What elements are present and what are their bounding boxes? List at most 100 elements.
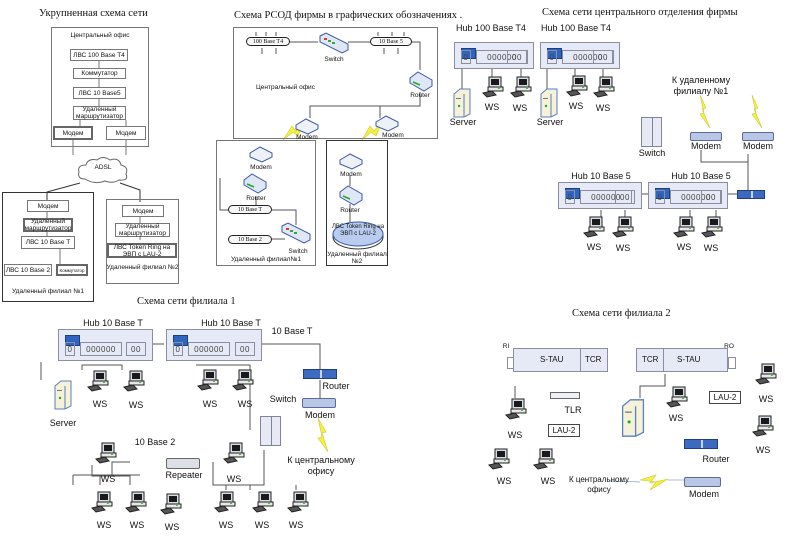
branch1-ws <box>95 442 117 464</box>
rsod-b1-label: Удаленный филиал№1 <box>230 256 302 263</box>
overview-b2-router: Удаленный маршрутизатор <box>115 223 170 237</box>
branch2-ws <box>755 363 777 385</box>
central-ws-label: WS <box>512 103 528 113</box>
adsl-cloud-icon <box>78 157 128 184</box>
overview-b2-label: Удаленный филиал №2 <box>106 264 179 271</box>
branch2-lau-box: LAU-2 <box>709 391 741 404</box>
branch1-router-icon <box>303 369 337 379</box>
branch2-ws-label: WS <box>755 445 771 455</box>
rsod-router-label: Router <box>410 92 430 99</box>
central-ws-label: WS <box>703 243 719 253</box>
branch2-server <box>620 398 646 438</box>
branch2-stau-label: S-TAU <box>677 355 701 364</box>
branch2-router-label: Router <box>702 454 730 464</box>
central-switch-label: Switch <box>638 148 666 158</box>
central-ws-label: WS <box>595 103 611 113</box>
hub-port-group: 0 <box>655 190 665 204</box>
central-modem-icon-1 <box>690 132 722 141</box>
central-server-1-label: Server <box>449 117 477 127</box>
overview-b1-lan-10baset: ЛВС 10 Base T <box>21 236 75 249</box>
central-modem-label-1: Modem <box>690 141 721 151</box>
central-remote-label: К удаленному филиалу №1 <box>671 75 731 96</box>
overview-title: Укрупненная схема сети <box>39 8 148 19</box>
central-title: Схема сети центрального отделения фирмы <box>542 7 738 18</box>
branch1-ws-label: WS <box>218 520 234 530</box>
branch1-repeater-label: Repeater <box>165 470 203 480</box>
hub-port-group: 000000 <box>580 190 632 204</box>
branch1-hub1-name: Hub 10 Base T <box>83 318 143 328</box>
tau-divider <box>580 349 581 371</box>
branch2-tlr-label: TLR <box>564 405 582 415</box>
rsod-branch2 <box>326 140 388 266</box>
branch1-ws <box>160 493 182 515</box>
branch1-ws-label: WS <box>100 474 116 484</box>
tau-divider <box>663 349 664 371</box>
central-ws <box>510 76 532 98</box>
branch2-tcr-label: TCR <box>642 355 659 364</box>
adsl-label: ADSL <box>94 164 112 171</box>
overview-b1-label: Удаленный филиал №1 <box>12 288 84 295</box>
branch2-ws <box>666 386 688 408</box>
rsod-b1-segment-10base2: 10 Base 2 <box>228 235 272 244</box>
branch1-segment-10base2: 10 Base 2 <box>134 437 176 447</box>
branch1-ws-label: WS <box>96 520 112 530</box>
hub-port-group: 0 <box>461 50 471 64</box>
branch1-hub-2: 0 000000 00 <box>166 329 262 361</box>
central-ws <box>566 75 588 97</box>
central-server-2-label: Server <box>536 117 564 127</box>
branch1-repeater-icon <box>166 458 200 469</box>
central-hub-3: 0 000000 00 <box>558 182 642 209</box>
hub-port-group: 00 <box>235 342 255 356</box>
rsod-switch-icon <box>319 32 349 54</box>
overview-modem-2: Модем <box>106 126 146 140</box>
branch2-ws <box>488 448 510 470</box>
overview-switch: Коммутатор <box>73 68 126 79</box>
hub-port-group: 00 <box>615 190 635 204</box>
rsod-b1-router-label: Router <box>246 195 266 202</box>
central-ws <box>593 76 615 98</box>
rsod-central-office <box>233 27 438 139</box>
central-hub2-name: Hub 100 Base T4 <box>541 23 611 33</box>
branch2-ws-label: WS <box>507 430 523 440</box>
central-ws-label: WS <box>615 243 631 253</box>
branch2-ws-label: WS <box>540 476 556 486</box>
rsod-b2-modem-icon <box>339 153 363 170</box>
branch1-ws <box>214 491 236 513</box>
central-modem-label-2: Modem <box>742 141 773 151</box>
hub-port-group: 00 <box>507 50 527 64</box>
overview-lan-10base5: ЛВС 10 Base5 <box>73 87 126 99</box>
branch1-server <box>53 380 73 410</box>
branch1-ws-label: WS <box>226 474 242 484</box>
central-ws-label: WS <box>676 242 692 252</box>
hub-port-group: 0 <box>173 342 183 356</box>
branch2-to-central-label: К центральному офису <box>568 475 630 494</box>
central-ws <box>612 216 634 238</box>
branch1-ws <box>223 442 245 464</box>
rsod-segment-100baset4: 100 Base T4 <box>246 37 290 46</box>
central-hub4-name: Hub 10 Base 5 <box>671 171 731 181</box>
central-hub-1: 0 000000 00 <box>454 42 534 69</box>
overview-branch2 <box>106 199 179 284</box>
rsod-central-label: Центральный офис <box>256 84 315 91</box>
overview-b1-lan-10base2: ЛВС 10 Base 2 <box>4 264 52 276</box>
central-modem-icon-2 <box>742 132 774 141</box>
branch1-ws <box>287 491 309 513</box>
rsod-modem-icon-2 <box>375 115 399 132</box>
branch1-ws-label: WS <box>128 400 144 410</box>
branch1-ws-label: WS <box>92 399 108 409</box>
overview-b1-switch: Коммутатор <box>56 264 88 276</box>
branch1-to-central-label: К центральному офису <box>287 455 355 476</box>
central-hub-2: 0 000000 00 <box>540 42 620 69</box>
central-ws-label: WS <box>484 102 500 112</box>
central-server-2 <box>539 88 559 118</box>
overview-b1-router: Удаленный маршрутизатор <box>23 218 73 232</box>
hub-led <box>65 335 80 346</box>
rsod-token-ring-label: ЛВС Token Ring на ЭВП с LAU-2 <box>331 224 385 237</box>
rsod-b2-modem-label: Modem <box>340 171 362 178</box>
central-hub-4: 0 000000 00 <box>648 182 728 209</box>
branch1-ws-label: WS <box>164 522 180 532</box>
branch1-hub-1: 0 000000 00 <box>58 329 153 361</box>
hub-port-group: 0 <box>547 50 557 64</box>
branch1-title: Схема сети филиала 1 <box>137 296 236 307</box>
branch1-ws <box>232 369 254 391</box>
